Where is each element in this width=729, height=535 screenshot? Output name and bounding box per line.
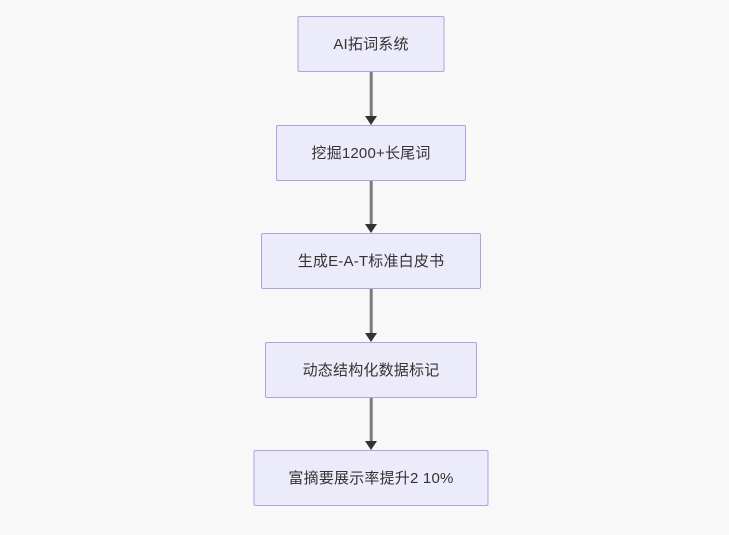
flow-node-label: 富摘要展示率提升2 10% (288, 469, 454, 487)
flow-edge-line (369, 289, 373, 333)
flow-node-label: 动态结构化数据标记 (302, 361, 440, 379)
down-arrow-icon (365, 116, 377, 125)
down-arrow-icon (365, 441, 377, 450)
down-arrow-icon (365, 224, 377, 233)
flow-edge-node3-to-node4 (364, 398, 378, 450)
flow-node-label: 挖掘1200+长尾词 (311, 144, 431, 162)
flow-edge-line (369, 181, 373, 224)
flow-edge-node0-to-node1 (364, 72, 378, 125)
flow-node-dynamic-structured-data-markup[interactable]: 动态结构化数据标记 (265, 342, 477, 398)
flow-node-rich-snippet-rate-increase[interactable]: 富摘要展示率提升2 10% (253, 450, 489, 506)
flow-node-generate-eat-whitepaper[interactable]: 生成E-A-T标准白皮书 (261, 233, 481, 289)
flow-edge-line (369, 72, 373, 116)
flow-node-ai-keyword-system[interactable]: AI拓词系统 (297, 16, 445, 72)
flow-node-label: 生成E-A-T标准白皮书 (297, 252, 445, 270)
flow-node-label: AI拓词系统 (333, 35, 409, 53)
flow-node-mine-longtail-keywords[interactable]: 挖掘1200+长尾词 (276, 125, 466, 181)
down-arrow-icon (365, 333, 377, 342)
flow-edge-node2-to-node3 (364, 289, 378, 342)
flow-edge-node1-to-node2 (364, 181, 378, 233)
flow-edge-line (369, 398, 373, 441)
